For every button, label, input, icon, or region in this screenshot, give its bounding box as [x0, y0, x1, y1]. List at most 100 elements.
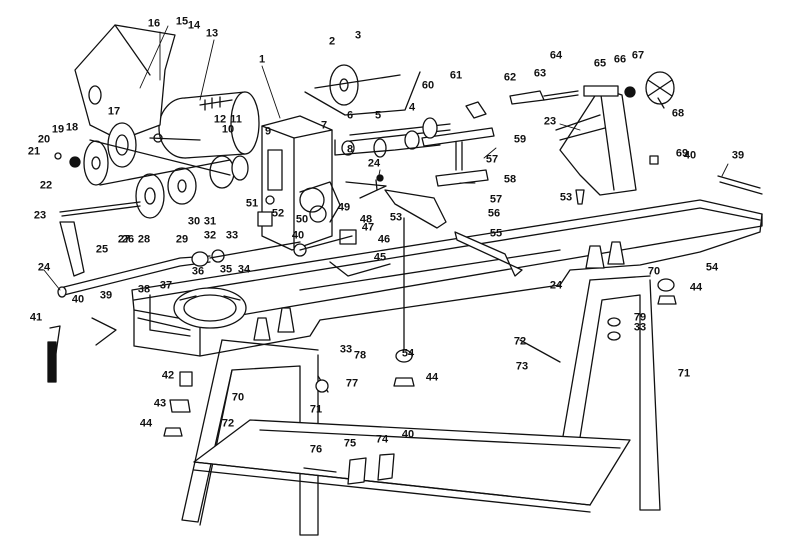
part-number-label: 66	[613, 53, 627, 66]
part-number-label: 24	[549, 279, 563, 292]
part-number-label: 60	[421, 79, 435, 92]
part-number-label: 67	[631, 49, 645, 62]
part-number-label: 71	[677, 367, 691, 380]
part-number-label: 75	[343, 437, 357, 450]
part-number-label: 25	[95, 243, 109, 256]
faceplate	[304, 64, 421, 116]
part-number-label: 27	[117, 233, 131, 246]
part-number-label: 72	[221, 417, 235, 430]
part-number-label: 3	[354, 29, 362, 42]
tailstock	[555, 71, 675, 196]
part-number-label: 70	[231, 391, 245, 404]
part-number-label: 52	[271, 207, 285, 220]
part-number-label: 9	[264, 125, 272, 138]
part-number-label: 71	[309, 403, 323, 416]
part-number-label: 34	[237, 263, 251, 276]
leader-lines	[43, 25, 729, 291]
part-number-label: 22	[39, 179, 53, 192]
part-number-label: 62	[503, 71, 517, 84]
part-number-label: 24	[367, 157, 381, 170]
part-number-label: 58	[503, 173, 517, 186]
part-number-label: 36	[191, 265, 205, 278]
part-number-label: 77	[345, 377, 359, 390]
part-number-label: 40	[71, 293, 85, 306]
part-number-label: 33	[225, 229, 239, 242]
pulleys	[54, 122, 249, 219]
part-number-label: 61	[449, 69, 463, 82]
part-number-label: 16	[147, 17, 161, 30]
part-number-label: 6	[346, 109, 354, 122]
part-number-label: 70	[647, 265, 661, 278]
part-number-label: 50	[295, 213, 309, 226]
part-number-label: 40	[291, 229, 305, 242]
part-number-label: 76	[309, 443, 323, 456]
part-number-label: 73	[515, 360, 529, 373]
part-number-label: 44	[425, 371, 439, 384]
part-number-label: 42	[161, 369, 175, 382]
part-number-label: 10	[221, 123, 235, 136]
part-number-label: 7	[320, 119, 328, 132]
part-number-label: 24	[37, 261, 51, 274]
part-number-label: 45	[373, 251, 387, 264]
part-number-label: 8	[346, 143, 354, 156]
part-number-label: 15	[175, 15, 189, 28]
part-number-label: 31	[203, 215, 217, 228]
part-number-label: 39	[99, 289, 113, 302]
spindle-parts	[334, 117, 451, 158]
part-number-label: 21	[27, 145, 41, 158]
part-number-label: 48	[359, 213, 373, 226]
part-number-label: 40	[683, 149, 697, 162]
part-number-label: 46	[377, 233, 391, 246]
part-number-label: 55	[489, 227, 503, 240]
tool-rest-base	[173, 287, 247, 329]
part-number-label: 30	[187, 215, 201, 228]
part-number-label: 33	[633, 321, 647, 334]
motor	[149, 91, 260, 159]
part-number-label: 33	[339, 343, 353, 356]
part-number-label: 23	[33, 209, 47, 222]
part-number-label: 17	[107, 105, 121, 118]
lathe-bed	[131, 199, 763, 357]
part-number-label: 68	[671, 107, 685, 120]
spindle-shaft	[57, 201, 301, 298]
part-number-label: 18	[65, 121, 79, 134]
part-number-label: 44	[139, 417, 153, 430]
part-number-label: 12	[213, 113, 227, 126]
part-number-label: 13	[205, 27, 219, 40]
part-number-label: 56	[487, 207, 501, 220]
part-number-label: 23	[543, 115, 557, 128]
part-number-label: 74	[375, 433, 389, 446]
part-number-label: 54	[705, 261, 719, 274]
part-number-label: 47	[361, 221, 375, 234]
part-number-label: 41	[29, 311, 43, 324]
part-number-label: 19	[51, 123, 65, 136]
part-number-label: 53	[389, 211, 403, 224]
part-number-label: 11	[230, 113, 242, 126]
part-number-label: 1	[258, 53, 266, 66]
part-number-label: 54	[401, 347, 415, 360]
part-number-label: 65	[593, 57, 607, 70]
part-number-label: 14	[187, 19, 201, 32]
part-number-label: 57	[485, 153, 499, 166]
part-number-label: 26	[121, 233, 135, 246]
part-number-label: 43	[153, 397, 167, 410]
part-number-label: 20	[37, 133, 51, 146]
part-number-label: 69	[675, 147, 689, 160]
part-number-label: 38	[137, 283, 151, 296]
headstock	[261, 115, 333, 251]
part-number-label: 53	[559, 191, 573, 204]
part-number-label: 51	[245, 197, 259, 210]
tool-rest	[384, 127, 495, 229]
part-number-label: 28	[137, 233, 151, 246]
part-number-label: 32	[203, 229, 217, 242]
part-number-label: 64	[549, 49, 563, 62]
part-number-label: 2	[328, 35, 336, 48]
part-number-label: 78	[353, 349, 367, 362]
stand	[181, 275, 661, 536]
part-number-label: 49	[337, 201, 351, 214]
quill	[465, 90, 579, 119]
part-number-label: 35	[219, 263, 233, 276]
part-number-label: 59	[513, 133, 527, 146]
